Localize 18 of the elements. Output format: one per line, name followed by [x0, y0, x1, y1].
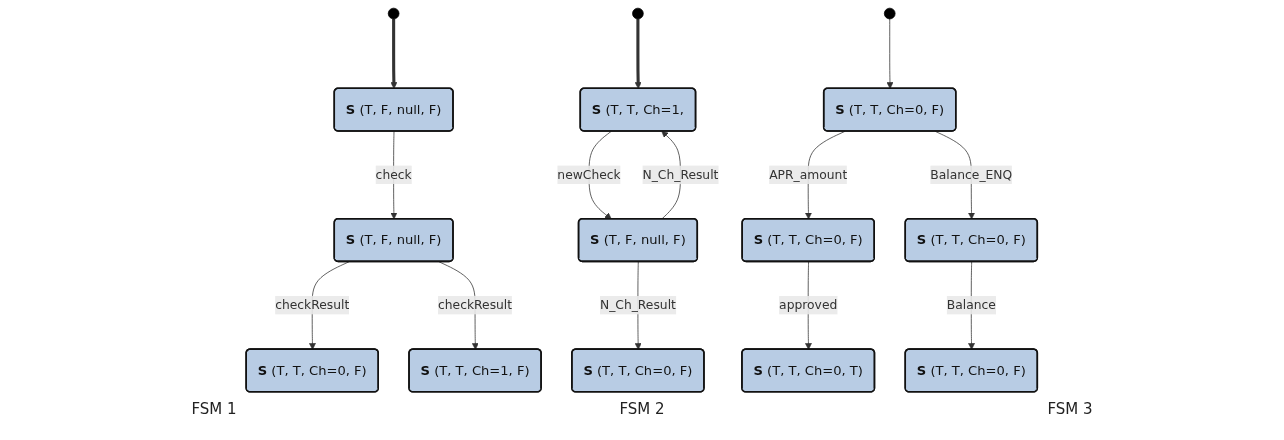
diagram-caption: FSM 3	[1047, 400, 1093, 418]
edge-label: N_Ch_Result	[642, 167, 719, 182]
node-circle	[632, 7, 644, 20]
edge-label: Balance	[946, 297, 997, 313]
node-circle	[388, 7, 400, 20]
edge-label: APR_amount	[769, 167, 848, 182]
edge-label: approved	[779, 297, 838, 313]
arrow	[635, 18, 642, 89]
edge-label: check	[375, 167, 412, 182]
edge-label: checkResult	[275, 297, 350, 313]
edge-label: Balance_ENQ	[930, 167, 1013, 182]
diagram-caption: FSM 1	[191, 400, 237, 418]
node-circle	[884, 7, 896, 20]
edge-label: N_Ch_Result	[600, 297, 677, 313]
edge-label: newCheck	[557, 167, 621, 182]
arrow	[390, 18, 398, 89]
diagram-caption: FSM 2	[619, 400, 665, 418]
edge-label: checkResult	[438, 297, 513, 313]
